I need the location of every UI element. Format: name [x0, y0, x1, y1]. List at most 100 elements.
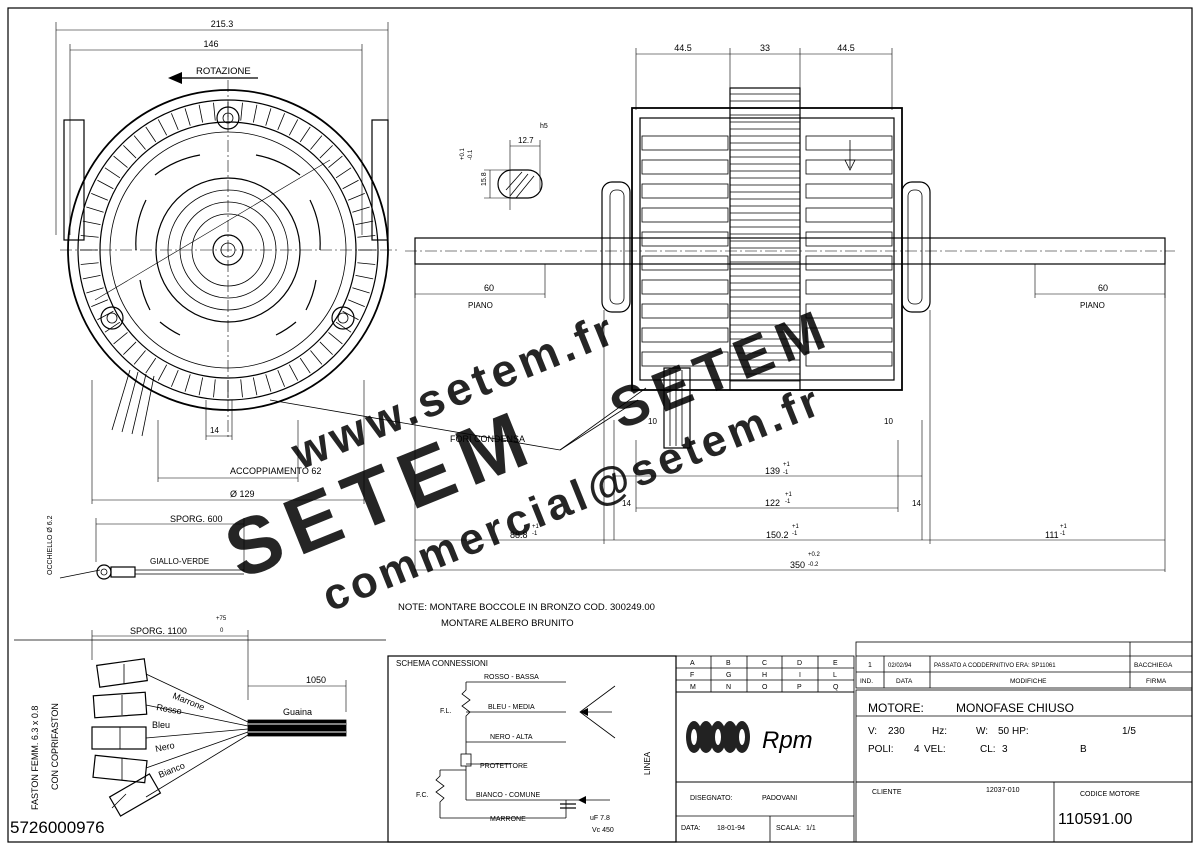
cooling-fins: [80, 102, 376, 398]
schema-row: BIANCO - COMUNE: [476, 792, 541, 799]
rotation-label: ROTAZIONE: [196, 66, 251, 77]
dim-diameter-129: Ø 129: [230, 489, 255, 499]
cooling-fin: [347, 299, 365, 308]
cooling-fin: [80, 262, 99, 265]
side-view: 44.5 33 44.5 60 PIANO: [405, 43, 1175, 572]
cooling-fin: [342, 310, 359, 321]
faston-label-1: FASTON FEMM. 6.3 x 0.8: [30, 706, 40, 810]
cooling-fin: [184, 108, 191, 126]
rotation-arrow-icon: [168, 72, 182, 84]
cooling-fin: [288, 119, 299, 136]
note-line-1: NOTE: MONTARE BOCCOLE IN BRONZO COD. 300…: [398, 602, 655, 613]
dim-122-tol2: -1: [785, 499, 791, 505]
cooling-fin: [157, 364, 168, 381]
date-value: 18-01-94: [717, 825, 745, 832]
motor-code-label: CODICE MOTORE: [1080, 791, 1140, 798]
faston-label-2: CON COPRIFASTON: [50, 703, 60, 790]
cooling-fin: [123, 145, 137, 159]
wire-label: Nero: [154, 740, 175, 754]
rev-date: 02/02/94: [888, 663, 912, 669]
schema-title: SCHEMA CONNESSIONI: [396, 659, 488, 668]
cooling-fin: [328, 332, 343, 345]
grid-cell: I: [799, 672, 801, 679]
cooling-fin: [82, 274, 101, 280]
cooling-fin: [265, 374, 272, 392]
cap-uf: uF 7.8: [590, 815, 610, 822]
scale-value: 1/1: [806, 825, 816, 832]
poles-value: 4: [914, 744, 920, 755]
cooling-fin: [240, 102, 243, 121]
leads-detail: FASTON FEMM. 6.3 x 0.8 CON COPRIFASTON S…: [14, 616, 386, 817]
insulation-class: B: [1080, 744, 1087, 755]
cooling-fin: [240, 379, 243, 398]
grid-cell: H: [762, 672, 767, 679]
dim-88-tol: +1: [532, 524, 540, 530]
shaft-width: 12.7: [518, 136, 534, 145]
cooling-fin: [252, 104, 258, 123]
line-arrow-icon: [578, 796, 586, 804]
grid-cell: L: [833, 672, 837, 679]
shaft-tol-plus: +0.1: [460, 147, 466, 160]
cooling-fin: [288, 364, 299, 381]
dim-overall-width: 215.3: [211, 19, 234, 29]
dim-139-tol: +1: [783, 462, 791, 468]
eyelet-label: OCCHIELLO Ø 6.2: [47, 515, 54, 575]
vent-slot: [805, 135, 893, 151]
rev-h-modifiche: MODIFICHE: [1010, 678, 1047, 685]
cooling-fin: [277, 113, 286, 131]
cooling-fin: [213, 379, 216, 398]
grid-cell: B: [726, 660, 731, 667]
hz-label: Hz:: [932, 726, 947, 737]
dim-top-3: 44.5: [837, 43, 855, 53]
cooling-fin: [252, 377, 258, 396]
rev-num: 1: [868, 662, 872, 669]
vent-slot: [641, 255, 729, 271]
schema-row: ROSSO - BASSA: [484, 674, 539, 681]
cooling-fin: [170, 113, 179, 131]
vent-slot: [641, 159, 729, 175]
grid-cell: M: [690, 684, 696, 691]
grid-cell: P: [797, 684, 802, 691]
cooling-fin: [157, 119, 168, 136]
rev-sign: BACCHIEGA: [1134, 662, 1173, 669]
cooling-fin: [328, 155, 343, 168]
faston-connector: [91, 726, 147, 750]
w-label: W:: [976, 726, 988, 737]
drain-holes-label: FORI CONDENSA: [450, 434, 525, 444]
cooling-fin: [277, 369, 286, 387]
vent-slot: [641, 183, 729, 199]
dim-350-tol: +0.2: [808, 552, 821, 558]
cooling-fin: [198, 104, 204, 123]
vent-slot: [805, 207, 893, 223]
cooling-fin: [352, 206, 370, 213]
shaft-height: 15.8: [481, 172, 488, 186]
grid-cell: C: [762, 660, 767, 667]
vent-slot: [641, 135, 729, 151]
dim-88-tol2: -1: [532, 531, 538, 537]
vent-slot: [641, 207, 729, 223]
faston-connector: [96, 658, 148, 688]
plane-right-dim: 60: [1098, 283, 1108, 293]
cooling-fin: [357, 235, 376, 238]
cooling-fin: [265, 108, 272, 126]
vent-slot: [805, 279, 893, 295]
cooling-fin: [213, 102, 216, 121]
date-label: DATA:: [681, 825, 701, 832]
client-value: 12037-010: [986, 787, 1020, 794]
plane-right-label: PIANO: [1080, 301, 1105, 310]
class-value: 3: [1002, 744, 1008, 755]
sheath-label: Guaina: [283, 707, 312, 717]
client-label: CLIENTE: [872, 789, 902, 796]
cooling-fin: [355, 220, 374, 226]
schema-row: PROTETTORE: [480, 763, 528, 770]
company-logo: Rpm: [675, 691, 855, 783]
cooling-fin: [97, 179, 114, 190]
hp-value: 1/5: [1122, 726, 1136, 737]
cooling-fin: [86, 206, 104, 213]
voltage-value: 230: [888, 726, 905, 737]
plane-left-label: PIANO: [468, 301, 493, 310]
cooling-fin: [104, 321, 121, 333]
faston-connector: [108, 773, 162, 817]
dim-111-tol2: -1: [1060, 531, 1066, 537]
cooling-fin: [133, 350, 146, 365]
